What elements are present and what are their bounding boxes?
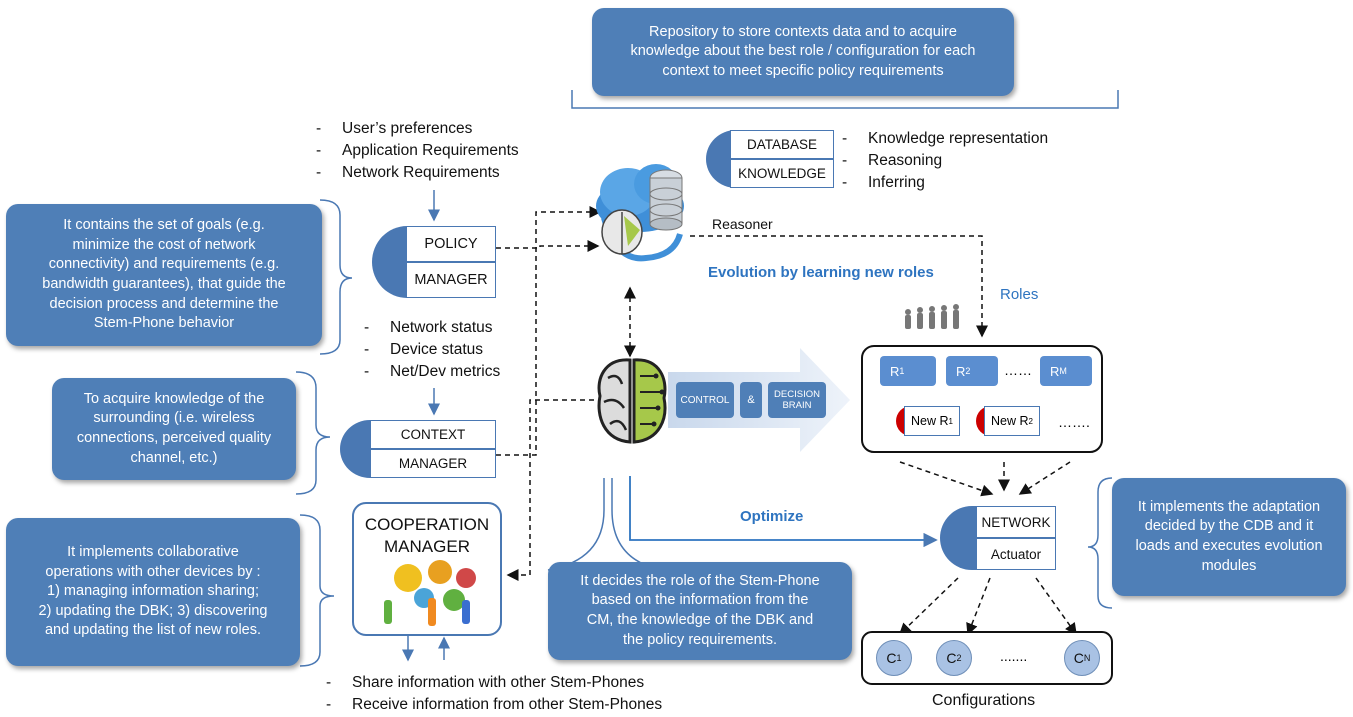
context-manager-component: CONTEXT MANAGER	[340, 420, 496, 478]
policy-label: POLICY	[406, 226, 496, 262]
decides-callout: It decides the role of the Stem-Phone ba…	[548, 562, 852, 660]
configurations-container	[861, 631, 1113, 685]
repository-callout: Repository to store contexts data and to…	[592, 8, 1014, 96]
roles-dots: ……	[1004, 362, 1032, 378]
context-input: Network status	[364, 317, 500, 339]
brain-bracket	[547, 478, 605, 571]
dbk-function: Knowledge representation	[842, 128, 1048, 150]
database-knowledge-component: DATABASE KNOWLEDGE	[706, 130, 834, 188]
cdb-decision-box: DECISION BRAIN	[768, 382, 826, 418]
policy-input: Application Requirements	[316, 140, 519, 162]
new-role-1-sub: 1	[948, 416, 953, 426]
config-c2-sub: 2	[956, 653, 962, 663]
network-actuator-component: NETWORK Actuator	[940, 506, 1056, 570]
role-rm-sub: M	[1059, 366, 1067, 376]
actuator-label: Actuator	[976, 538, 1056, 570]
config-cn-sub: N	[1083, 653, 1091, 663]
policy-input: Network Requirements	[316, 162, 519, 184]
sharing-item: Share information with other Stem-Phones	[326, 672, 662, 694]
network-label: NETWORK	[976, 506, 1056, 538]
cdb-control-box: CONTROL	[676, 382, 734, 418]
policy-input: User’s preferences	[316, 118, 519, 140]
network-bracket	[1087, 477, 1113, 609]
config-c1-label: C	[886, 650, 897, 666]
context-input: Net/Dev metrics	[364, 361, 500, 383]
repository-bracket	[571, 90, 1119, 109]
context-bracket	[295, 371, 331, 495]
context-manager-label: MANAGER	[370, 449, 496, 478]
cooperation-callout: It implements collaborative operations w…	[6, 518, 300, 666]
context-inputs-list: Network status Device status Net/Dev met…	[364, 317, 500, 383]
cooperation-title: COOPERATION MANAGER	[364, 515, 490, 556]
new-roles-dots: …….	[1058, 414, 1090, 430]
policy-callout: It contains the set of goals (e.g. minim…	[6, 204, 322, 346]
config-dots: .......	[1000, 648, 1028, 664]
policy-manager-component: POLICY MANAGER	[372, 226, 496, 298]
reasoner-cloud-icon	[596, 164, 684, 262]
cooperation-manager-box: COOPERATION MANAGER	[352, 502, 502, 636]
configurations-label: Configurations	[932, 692, 1036, 709]
role-r1-label: R	[890, 363, 900, 379]
config-c2-label: C	[946, 650, 957, 666]
new-role-2-label: New R	[991, 414, 1029, 428]
cooperation-bracket	[299, 514, 335, 667]
context-label: CONTEXT	[370, 420, 496, 449]
decision-brain-icon	[597, 358, 667, 444]
cdb-and-box: &	[740, 382, 762, 418]
new-role-2-sub: 2	[1028, 416, 1033, 426]
evolution-figures-icon	[905, 304, 959, 329]
policy-bracket	[319, 199, 353, 355]
role-r1-sub: 1	[899, 366, 905, 376]
sharing-item: Receive information from other Stem-Phon…	[326, 694, 662, 716]
role-rm-label: R	[1050, 363, 1060, 379]
brain-bracket-2	[611, 478, 663, 571]
role-r2-label: R	[956, 363, 966, 379]
knowledge-label: KNOWLEDGE	[730, 159, 834, 188]
roles-label: Roles	[1000, 286, 1039, 303]
role-r2-sub: 2	[965, 366, 971, 376]
evolution-label: Evolution by learning new roles	[708, 264, 934, 281]
cooperation-gears-icon	[384, 560, 476, 626]
dbk-functions-list: Knowledge representation Reasoning Infer…	[842, 128, 1048, 194]
dbk-function: Reasoning	[842, 150, 1048, 172]
new-role-1-label: New R	[911, 414, 949, 428]
context-callout: To acquire knowledge of the surrounding …	[52, 378, 296, 480]
reasoner-label: Reasoner	[712, 216, 773, 232]
optimize-label: Optimize	[740, 508, 804, 525]
config-cn-label: C	[1073, 650, 1084, 666]
config-c1-sub: 1	[896, 653, 902, 663]
dbk-function: Inferring	[842, 172, 1048, 194]
sharing-list: Share information with other Stem-Phones…	[326, 672, 662, 716]
context-input: Device status	[364, 339, 500, 361]
policy-manager-label: MANAGER	[406, 262, 496, 298]
policy-inputs-list: User’s preferences Application Requireme…	[316, 118, 519, 184]
database-label: DATABASE	[730, 130, 834, 159]
network-callout: It implements the adaptation decided by …	[1112, 478, 1346, 596]
